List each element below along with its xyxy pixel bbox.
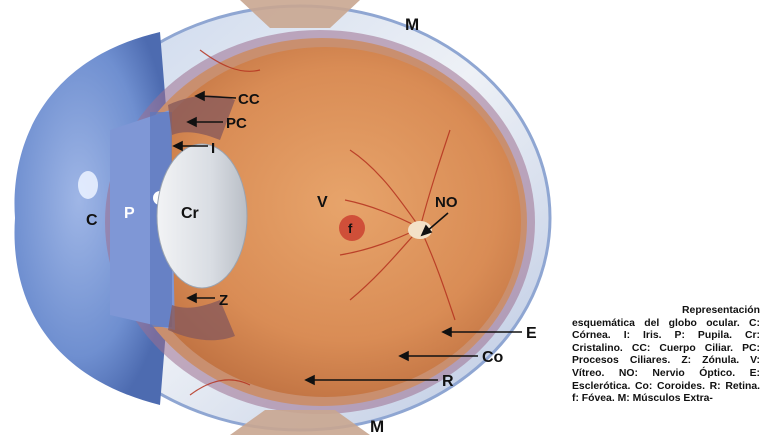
label-P: P <box>124 205 135 222</box>
label-C: C <box>86 212 98 229</box>
label-f: f <box>348 221 353 236</box>
label-PC: PC <box>226 115 247 132</box>
figure-caption: Representación esquemática del globo ocu… <box>572 305 760 406</box>
label-Co: Co <box>482 349 504 366</box>
label-R: R <box>442 373 454 390</box>
label-CC: CC <box>238 91 260 108</box>
label-V: V <box>317 194 328 211</box>
label-E: E <box>526 325 537 342</box>
label-I: I <box>211 140 215 157</box>
caption-body: esquemática del globo ocular. C: Córnea.… <box>572 318 760 405</box>
caption-title: Representación <box>572 305 760 318</box>
label-Cr: Cr <box>181 205 199 222</box>
label-NO: NO <box>435 194 458 211</box>
label-Z: Z <box>219 292 228 309</box>
crystalline-lens <box>157 144 247 288</box>
label-M-top: M <box>405 15 419 34</box>
label-M-bottom: M <box>370 417 384 435</box>
